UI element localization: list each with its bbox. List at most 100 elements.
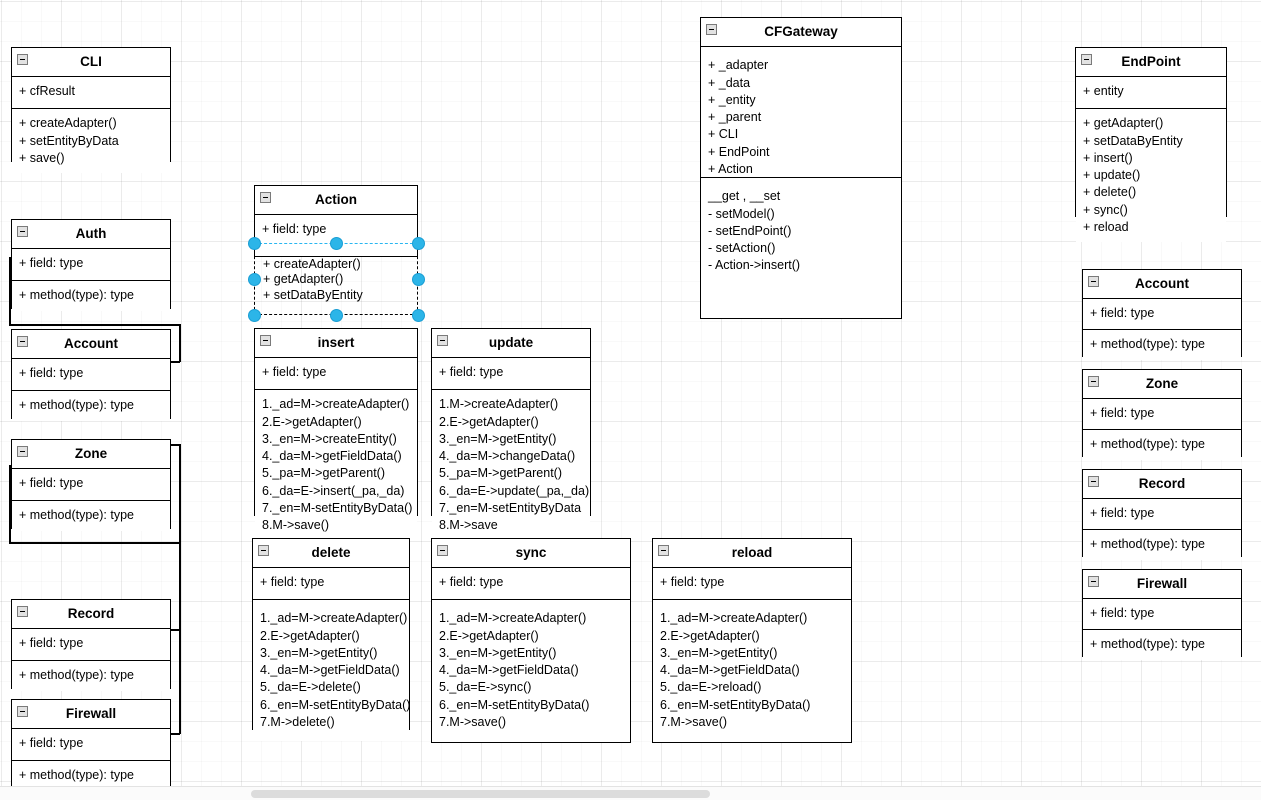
class-title-delete: delete [311,545,351,560]
class-header-endpoint[interactable]: EndPoint [1076,48,1226,78]
class-header-reload[interactable]: reload [653,539,851,569]
attribute-row: + _parent [708,110,762,125]
collapse-icon[interactable] [258,545,269,556]
resize-handle-bottom-center[interactable] [330,309,342,321]
collapse-icon[interactable] [17,54,28,65]
operation-row: 7.M->save() [439,714,507,729]
class-box-update[interactable]: update + field: type 1.M->createAdapter(… [431,328,591,541]
resize-handle-center-mid-upper[interactable] [330,237,342,249]
class-title-record-right: Record [1138,476,1186,491]
class-header-sync[interactable]: sync [432,539,630,569]
collapse-icon[interactable] [17,226,28,237]
class-box-reload[interactable]: reload + field: type 1._ad=M->createAdap… [652,538,852,743]
connector-auth-parent-v [9,257,11,325]
collapse-icon[interactable] [260,192,271,203]
collapse-icon[interactable] [1088,376,1099,387]
class-box-account-left[interactable]: Account + field: type + method(type): ty… [11,329,171,421]
collapse-icon[interactable] [1088,476,1099,487]
class-header-action[interactable]: Action [255,186,417,216]
class-title-record-left: Record [67,606,115,621]
collapse-icon[interactable] [706,24,717,35]
class-box-firewall-right[interactable]: Firewall + field: type + method(type): t… [1082,569,1242,660]
collapse-icon[interactable] [17,606,28,617]
resize-handle-left-mid[interactable] [248,273,260,285]
class-box-auth-left[interactable]: Auth + field: type + method(type): type [11,219,171,311]
attribute-row: + field: type [19,366,84,381]
operation-row: + method(type): type [1090,437,1205,452]
collapse-icon[interactable] [17,446,28,457]
operation-row: + save() [19,150,65,165]
collapse-icon[interactable] [437,335,448,346]
class-box-record-right[interactable]: Record + field: type + method(type): typ… [1082,469,1242,560]
operation-row: 3._en=M->getEntity() [439,431,557,446]
attribute-row: + field: type [260,575,325,590]
class-header-zone-left[interactable]: Zone [12,440,170,470]
class-header-update[interactable]: update [432,329,590,359]
class-attributes-zone-left: + field: type [12,469,170,501]
class-box-firewall-left[interactable]: Firewall + field: type + method(type): t… [11,699,171,791]
collapse-icon[interactable] [1088,576,1099,587]
class-box-insert[interactable]: insert + field: type 1._ad=M->createAdap… [254,328,418,541]
horizontal-scrollbar-thumb[interactable] [251,790,710,798]
resize-handle-right-mid[interactable] [412,273,424,285]
class-attributes-update: + field: type [432,358,590,390]
attribute-row: + field: type [1090,406,1155,421]
attribute-row: + field: type [19,256,84,271]
class-header-cli[interactable]: CLI [12,48,170,78]
class-header-account-left[interactable]: Account [12,330,170,360]
class-header-zone-right[interactable]: Zone [1083,370,1241,400]
class-header-record-right[interactable]: Record [1083,470,1241,500]
class-operations-account-right: + method(type): type [1083,329,1241,360]
class-header-auth-left[interactable]: Auth [12,220,170,250]
collapse-icon[interactable] [437,545,448,556]
class-operations-cli: + createAdapter() + setEntityByData + sa… [12,108,170,174]
horizontal-scrollbar-track[interactable] [0,786,1261,800]
class-box-record-left[interactable]: Record + field: type + method(type): typ… [11,599,171,691]
operation-row: + method(type): type [1090,637,1205,652]
operation-row: + method(type): type [19,398,134,413]
class-header-insert[interactable]: insert [255,329,417,359]
collapse-icon[interactable] [260,335,271,346]
class-box-delete[interactable]: delete + field: type 1._ad=M->createAdap… [252,538,410,742]
operation-row: 4._da=M->getFieldData() [262,449,402,464]
resize-handle-bottom-right[interactable] [412,309,424,321]
operation-row: - setAction() [708,241,776,256]
operation-row: - setModel() [708,206,775,221]
operation-row: 8.M->save() [262,518,330,533]
collapse-icon[interactable] [1081,54,1092,65]
connector-account-child-v [179,324,181,362]
class-attributes-reload: + field: type [653,568,851,600]
class-operations-update: 1.M->createAdapter() 2.E->getAdapter() 3… [432,389,590,541]
resize-handle-left-mid-upper[interactable] [248,237,260,249]
class-box-account-right[interactable]: Account + field: type + method(type): ty… [1082,269,1242,360]
class-box-cli[interactable]: CLI + cfResult + createAdapter() + setEn… [11,47,171,174]
operation-row: 2.E->getAdapter() [439,628,539,643]
class-box-zone-right[interactable]: Zone + field: type + method(type): type [1082,369,1242,460]
class-operations-reload: 1._ad=M->createAdapter() 2.E->getAdapter… [653,599,851,742]
operation-row: + method(type): type [19,288,134,303]
class-box-sync[interactable]: sync + field: type 1._ad=M->createAdapte… [431,538,631,743]
operation-row: 6._da=E->insert(_pa,_da) [262,483,405,498]
class-box-zone-left[interactable]: Zone + field: type + method(type): type [11,439,171,531]
class-box-endpoint[interactable]: EndPoint + entity + getAdapter() + setDa… [1075,47,1227,243]
operation-row: 5._pa=M->getParent() [262,466,385,481]
class-header-account-right[interactable]: Account [1083,270,1241,300]
class-header-cfgateway[interactable]: CFGateway [701,18,901,48]
class-box-action[interactable]: Action + field: type [254,185,418,257]
resize-handle-bottom-left[interactable] [248,309,260,321]
class-header-firewall-right[interactable]: Firewall [1083,570,1241,600]
collapse-icon[interactable] [17,336,28,347]
collapse-icon[interactable] [1088,276,1099,287]
class-box-cfgateway[interactable]: CFGateway + _adapter + _data + _entity +… [700,17,902,319]
connector-auth-to-account-h [9,324,180,326]
class-header-record-left[interactable]: Record [12,600,170,630]
operation-row: + createAdapter() [19,116,117,131]
collapse-icon[interactable] [658,545,669,556]
class-header-firewall-left[interactable]: Firewall [12,700,170,730]
operation-row: 5._pa=M->getParent() [439,466,562,481]
collapse-icon[interactable] [17,706,28,717]
class-header-delete[interactable]: delete [253,539,409,569]
class-title-action: Action [315,192,357,207]
resize-handle-right-mid-upper[interactable] [412,237,424,249]
